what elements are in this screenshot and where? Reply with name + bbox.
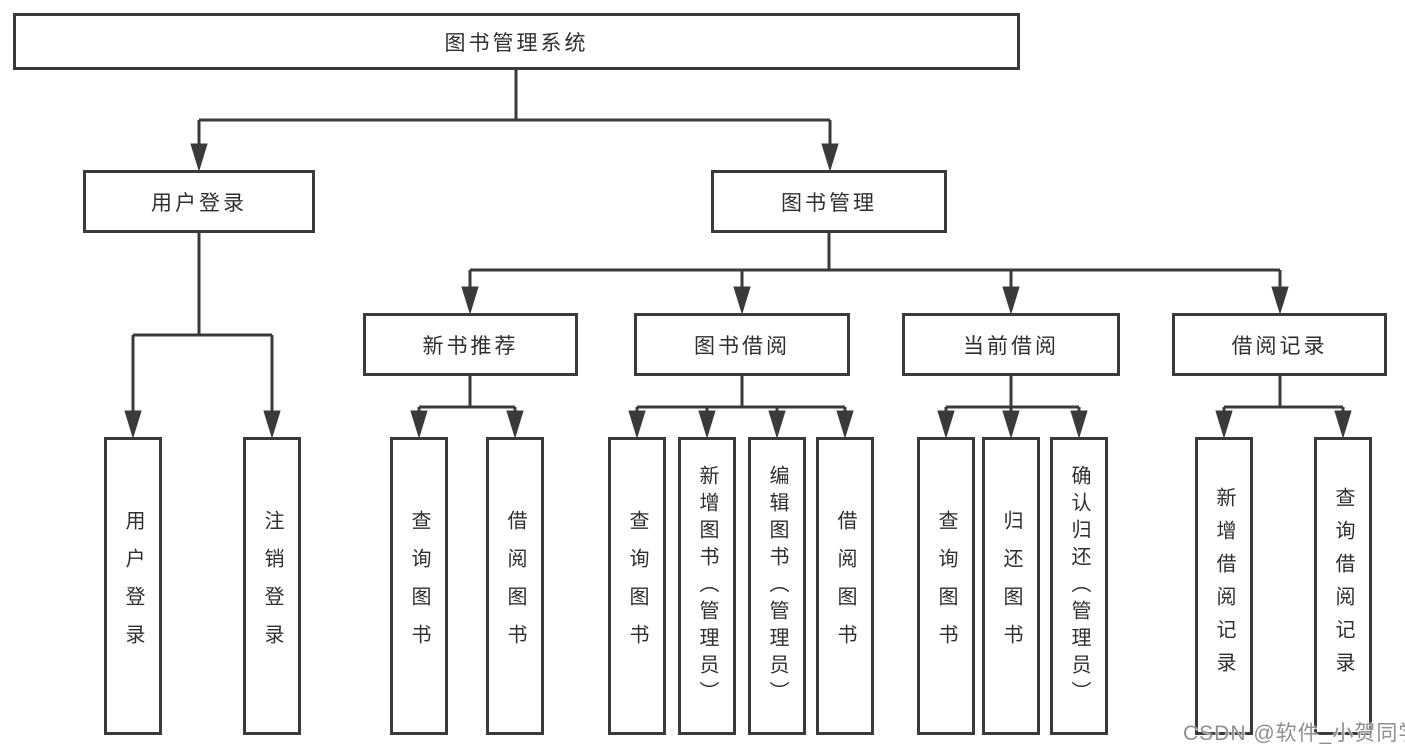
leaf-return-books: 归还图书 <box>982 437 1040 735</box>
leaf-recommend-borrow-books: 借阅图书 <box>486 437 544 735</box>
leaf-borrow-books: 借阅图书 <box>816 437 874 735</box>
leaf-borrow-query-books: 查询图书 <box>608 437 666 735</box>
leaf-add-books-admin: 新增图书（管理员） <box>678 437 736 735</box>
connector-current-borrow <box>937 376 1088 439</box>
connector-new-book-recommend <box>410 376 524 439</box>
leaf-add-borrow-record-label: 新增借阅记录 <box>1213 487 1235 685</box>
leaf-borrow-query-books-label: 查询图书 <box>626 510 648 662</box>
node-book-borrow-label: 图书借阅 <box>694 334 790 358</box>
leaf-logout: 注销登录 <box>243 437 301 735</box>
leaf-confirm-return-admin: 确认归还（管理员） <box>1050 437 1108 735</box>
leaf-recommend-query-books-label: 查询图书 <box>408 510 430 662</box>
leaf-query-borrow-record-label: 查询借阅记录 <box>1332 487 1354 685</box>
node-new-book-recommend: 新书推荐 <box>363 313 578 376</box>
connector-root <box>190 70 839 172</box>
leaf-edit-books-admin: 编辑图书（管理员） <box>748 437 806 735</box>
node-new-book-recommend-label: 新书推荐 <box>422 334 519 358</box>
node-user-login: 用户登录 <box>83 170 315 233</box>
leaf-query-borrow-record: 查询借阅记录 <box>1314 437 1372 735</box>
leaf-edit-books-admin-label: 编辑图书（管理员） <box>766 464 788 708</box>
node-book-management: 图书管理 <box>711 170 947 233</box>
node-book-borrow: 图书借阅 <box>634 313 850 376</box>
leaf-user-login: 用户登录 <box>104 437 162 735</box>
leaf-logout-label: 注销登录 <box>261 510 283 662</box>
leaf-current-query-books: 查询图书 <box>917 437 975 735</box>
csdn-watermark: CSDN @软件_小贺同学 <box>1183 722 1405 745</box>
leaf-add-books-admin-label: 新增图书（管理员） <box>696 464 718 708</box>
node-book-management-label: 图书管理 <box>781 191 877 215</box>
leaf-recommend-borrow-books-label: 借阅图书 <box>504 510 526 662</box>
leaf-borrow-books-label: 借阅图书 <box>834 510 856 662</box>
leaf-user-login-label: 用户登录 <box>122 510 144 662</box>
node-current-borrow-label: 当前借阅 <box>963 334 1059 358</box>
connector-book-borrow <box>628 376 854 439</box>
node-root: 图书管理系统 <box>13 13 1020 70</box>
leaf-return-books-label: 归还图书 <box>1000 510 1022 662</box>
node-borrow-records-label: 借阅记录 <box>1231 334 1328 358</box>
node-user-login-label: 用户登录 <box>151 191 247 215</box>
leaf-confirm-return-admin-label: 确认归还（管理员） <box>1068 464 1090 708</box>
connector-borrow-records <box>1215 376 1352 439</box>
leaf-add-borrow-record: 新增借阅记录 <box>1195 437 1253 735</box>
leaf-current-query-books-label: 查询图书 <box>935 510 957 662</box>
node-current-borrow: 当前借阅 <box>902 313 1120 376</box>
node-borrow-records: 借阅记录 <box>1172 313 1387 376</box>
connector-book-management <box>461 233 1289 315</box>
node-root-label: 图书管理系统 <box>444 31 589 55</box>
leaf-recommend-query-books: 查询图书 <box>390 437 448 735</box>
connector-user-login <box>124 233 281 439</box>
